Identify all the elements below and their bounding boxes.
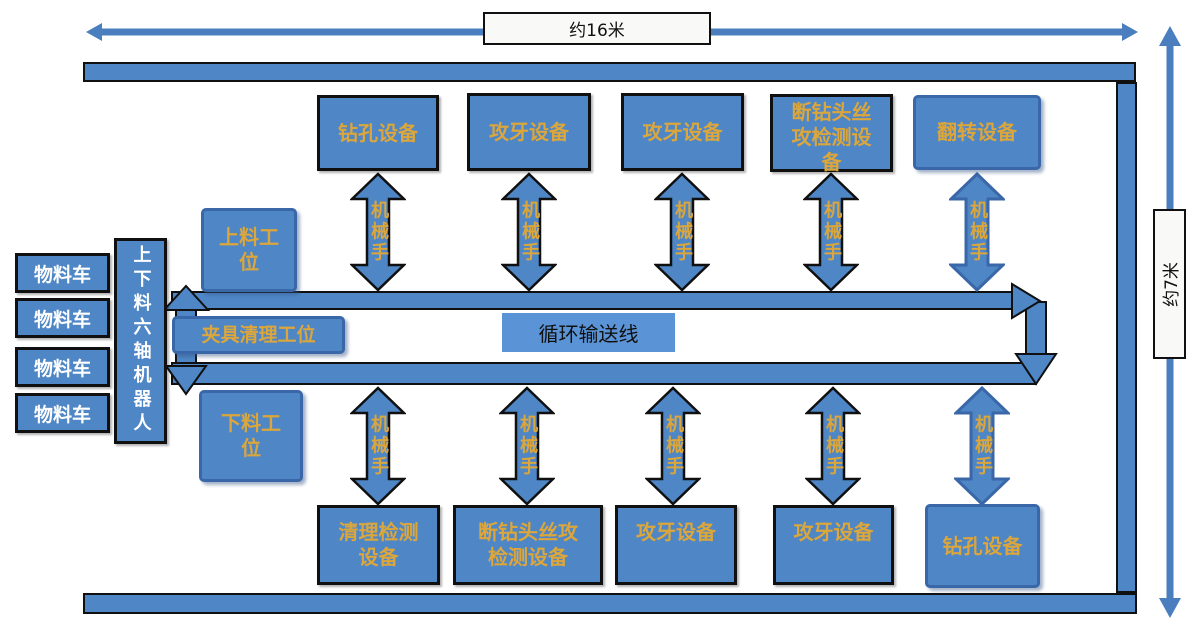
material-cart-2: 物料车 <box>15 298 110 338</box>
equipment-box-bottom-1: 清理检测设备 <box>317 505 440 585</box>
conveyor-arrowhead-up <box>161 284 211 311</box>
equipment-box-top-1: 钻孔设备 <box>317 95 439 171</box>
equipment-box-bottom-3: 攻牙设备 <box>615 505 737 585</box>
equipment-box-top-2: 攻牙设备 <box>467 93 591 171</box>
material-cart-4-label: 物料车 <box>33 403 91 426</box>
fixture-cleaning-station-box: 夹具清理工位 <box>172 316 345 354</box>
robot-arm-arrow-bottom-5: 机械手 <box>954 386 1010 506</box>
robot-arm-arrow-top-4: 机械手 <box>803 172 859 292</box>
unloading-station-label: 下料工位 <box>221 411 281 460</box>
robot-arm-arrow-top-5-label: 机械手 <box>967 200 988 264</box>
equipment-box-bottom-2-label: 断钻头丝攻检测设备 <box>478 520 578 569</box>
robot-arm-arrow-top-2-label: 机械手 <box>519 200 540 264</box>
conveyor-arrowhead-right <box>1011 282 1042 320</box>
equipment-box-top-3: 攻牙设备 <box>621 93 744 171</box>
material-cart-3-label: 物料车 <box>33 357 91 380</box>
robot-arm-arrow-bottom-1-label: 机械手 <box>368 414 389 478</box>
conveyor-arrowhead-down-left <box>164 365 208 396</box>
conveyor-label-text: 循环输送线 <box>538 322 639 346</box>
robot-arm-arrow-top-5: 机械手 <box>949 172 1005 292</box>
equipment-box-bottom-5: 钻孔设备 <box>925 504 1040 588</box>
unloading-station-box: 下料工位 <box>199 390 303 482</box>
loading-station-label: 上料工位 <box>219 225 279 274</box>
wall-bottom <box>83 593 1137 614</box>
robot-arm-arrow-bottom-2: 机械手 <box>499 386 555 506</box>
robot-arm-arrow-bottom-4: 机械手 <box>805 386 861 506</box>
equipment-box-top-5-label: 翻转设备 <box>937 120 1017 144</box>
equipment-box-top-1-label: 钻孔设备 <box>338 120 418 145</box>
robot-arm-arrow-top-3-label: 机械手 <box>672 200 693 264</box>
equipment-box-top-5: 翻转设备 <box>913 95 1041 170</box>
loading-robot-box: 上下料六轴机器人 <box>114 238 167 444</box>
equipment-box-top-2-label: 攻牙设备 <box>489 119 569 144</box>
vertical-dimension-label: 约7米 <box>1153 209 1186 359</box>
material-cart-4: 物料车 <box>15 393 110 433</box>
equipment-box-bottom-3-label: 攻牙设备 <box>636 520 716 544</box>
robot-arm-arrow-bottom-1: 机械手 <box>350 386 406 506</box>
equipment-box-bottom-2: 断钻头丝攻检测设备 <box>453 505 603 585</box>
loading-station-box: 上料工位 <box>201 208 297 292</box>
horizontal-dimension-text: 约16米 <box>569 21 625 41</box>
loading-robot-label: 上下料六轴机器人 <box>130 245 152 437</box>
robot-arm-arrow-top-1: 机械手 <box>350 172 406 292</box>
robot-arm-arrow-bottom-3: 机械手 <box>645 386 701 506</box>
robot-arm-arrow-bottom-4-label: 机械手 <box>823 414 844 478</box>
wall-top <box>83 62 1136 82</box>
material-cart-1: 物料车 <box>15 253 110 293</box>
robot-arm-arrow-top-1-label: 机械手 <box>368 200 389 264</box>
robot-arm-arrow-bottom-3-label: 机械手 <box>663 414 684 478</box>
conveyor-label: 循环输送线 <box>502 313 675 352</box>
equipment-box-bottom-4-label: 攻牙设备 <box>793 520 874 544</box>
equipment-box-top-4: 断钻头丝攻检测设备 <box>770 94 893 174</box>
robot-arm-arrow-top-4-label: 机械手 <box>821 200 842 264</box>
robot-arm-arrow-bottom-2-label: 机械手 <box>517 414 538 478</box>
robot-arm-arrow-bottom-5-label: 机械手 <box>972 414 993 478</box>
wall-right <box>1116 82 1137 593</box>
robot-arm-arrow-top-3: 机械手 <box>654 172 710 292</box>
material-cart-3: 物料车 <box>15 347 110 387</box>
equipment-box-top-4-label: 断钻头丝攻检测设备 <box>791 100 872 174</box>
robot-arm-arrow-top-2: 机械手 <box>501 172 557 292</box>
horizontal-dimension-label: 约16米 <box>483 12 711 45</box>
vertical-dimension-text: 约7米 <box>1162 261 1183 307</box>
material-cart-2-label: 物料车 <box>33 308 91 331</box>
equipment-box-bottom-1-label: 清理检测设备 <box>338 520 419 569</box>
equipment-box-bottom-5-label: 钻孔设备 <box>942 533 1023 558</box>
material-cart-1-label: 物料车 <box>33 263 91 286</box>
equipment-box-top-3-label: 攻牙设备 <box>642 119 723 144</box>
equipment-box-bottom-4: 攻牙设备 <box>773 505 894 585</box>
fixture-cleaning-station-label: 夹具清理工位 <box>201 323 316 346</box>
conveyor-arrowhead-down <box>1014 353 1058 386</box>
